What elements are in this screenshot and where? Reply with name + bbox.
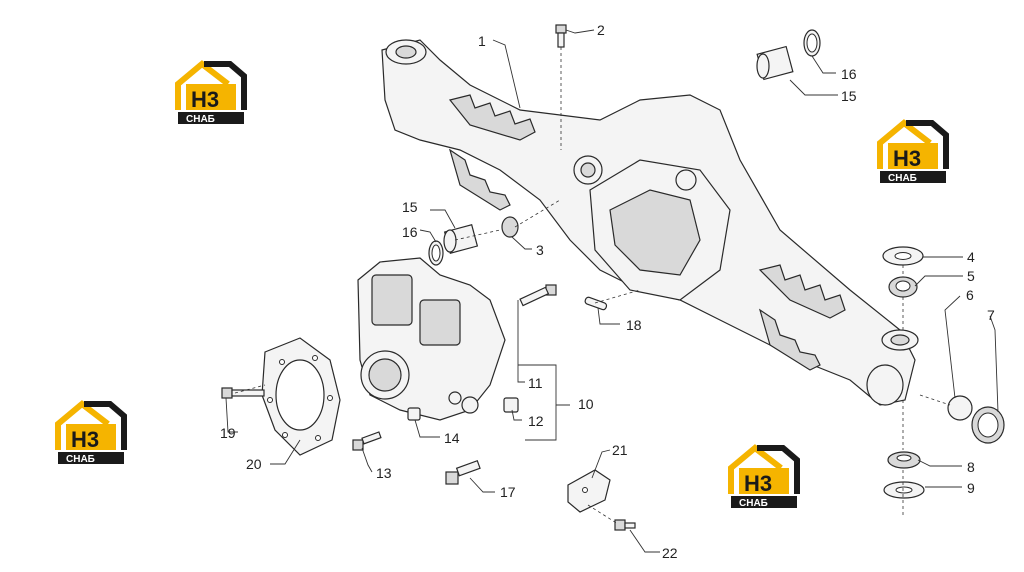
washer-9 bbox=[883, 481, 925, 499]
plug-12 bbox=[503, 397, 519, 413]
washer-4 bbox=[882, 246, 924, 266]
callout-13: 13 bbox=[376, 465, 392, 481]
callout-22: 22 bbox=[662, 545, 678, 561]
cover-21 bbox=[567, 469, 611, 513]
watermark-logo-3: H3 СНАБ bbox=[55, 400, 127, 465]
callout-2: 2 bbox=[597, 22, 605, 38]
callout-20: 20 bbox=[246, 456, 262, 472]
callout-16-right: 16 bbox=[841, 66, 857, 82]
callout-19: 19 bbox=[220, 425, 236, 441]
logo-word: СНАБ bbox=[888, 173, 917, 184]
callout-1: 1 bbox=[478, 33, 486, 49]
bolt-13 bbox=[352, 431, 382, 451]
ring-16-right bbox=[803, 29, 821, 57]
assembly-lines bbox=[234, 47, 951, 525]
callout-4: 4 bbox=[967, 249, 975, 265]
bolt-11 bbox=[519, 284, 557, 307]
callout-15-right: 15 bbox=[841, 88, 857, 104]
callout-3: 3 bbox=[536, 242, 544, 258]
bushing-15-left bbox=[443, 224, 479, 254]
bolt-22 bbox=[614, 519, 636, 531]
callout-12: 12 bbox=[528, 413, 544, 429]
callout-17: 17 bbox=[500, 484, 516, 500]
callout-16-left: 16 bbox=[402, 224, 418, 240]
bushing-6 bbox=[947, 395, 973, 421]
callout-7: 7 bbox=[987, 307, 995, 323]
callout-21: 21 bbox=[612, 442, 628, 458]
bolt-19 bbox=[221, 387, 265, 399]
callout-10: 10 bbox=[578, 396, 594, 412]
logo-word: СНАБ bbox=[739, 498, 768, 509]
logo-mark: H3 bbox=[893, 146, 921, 171]
watermark-logo-2: H3 СНАБ bbox=[877, 119, 949, 184]
axle-housing bbox=[381, 39, 919, 406]
leader-lines bbox=[225, 29, 999, 553]
differential-carrier bbox=[357, 257, 506, 421]
callout-9: 9 bbox=[967, 480, 975, 496]
logo-word: СНАБ bbox=[66, 454, 95, 465]
bearing-5 bbox=[888, 276, 918, 298]
callout-15-left: 15 bbox=[402, 199, 418, 215]
seal-7 bbox=[971, 406, 1005, 444]
gasket bbox=[261, 337, 341, 456]
logo-mark: H3 bbox=[191, 87, 219, 112]
watermark-logo-1: H3 СНАБ bbox=[175, 60, 247, 125]
callout-6: 6 bbox=[966, 287, 974, 303]
bushing-3 bbox=[501, 216, 519, 238]
ring-16-left bbox=[428, 240, 444, 266]
pin-18 bbox=[584, 296, 608, 311]
bushing-15-right bbox=[756, 45, 794, 81]
callout-18: 18 bbox=[626, 317, 642, 333]
plug-14 bbox=[407, 407, 421, 421]
bearing-8 bbox=[887, 451, 921, 469]
logo-word: СНАБ bbox=[186, 114, 215, 125]
logo-mark: H3 bbox=[744, 471, 772, 496]
callout-14: 14 bbox=[444, 430, 460, 446]
callout-labels: 1 2 3 4 5 6 7 8 9 10 11 12 13 14 15 15 1… bbox=[220, 22, 995, 561]
callout-5: 5 bbox=[967, 268, 975, 284]
breather-2 bbox=[555, 24, 567, 48]
logo-mark: H3 bbox=[71, 427, 99, 452]
callout-11: 11 bbox=[528, 375, 543, 391]
bolt-17 bbox=[445, 459, 481, 485]
callout-8: 8 bbox=[967, 459, 975, 475]
watermark-logo-4: H3 СНАБ bbox=[728, 444, 800, 509]
